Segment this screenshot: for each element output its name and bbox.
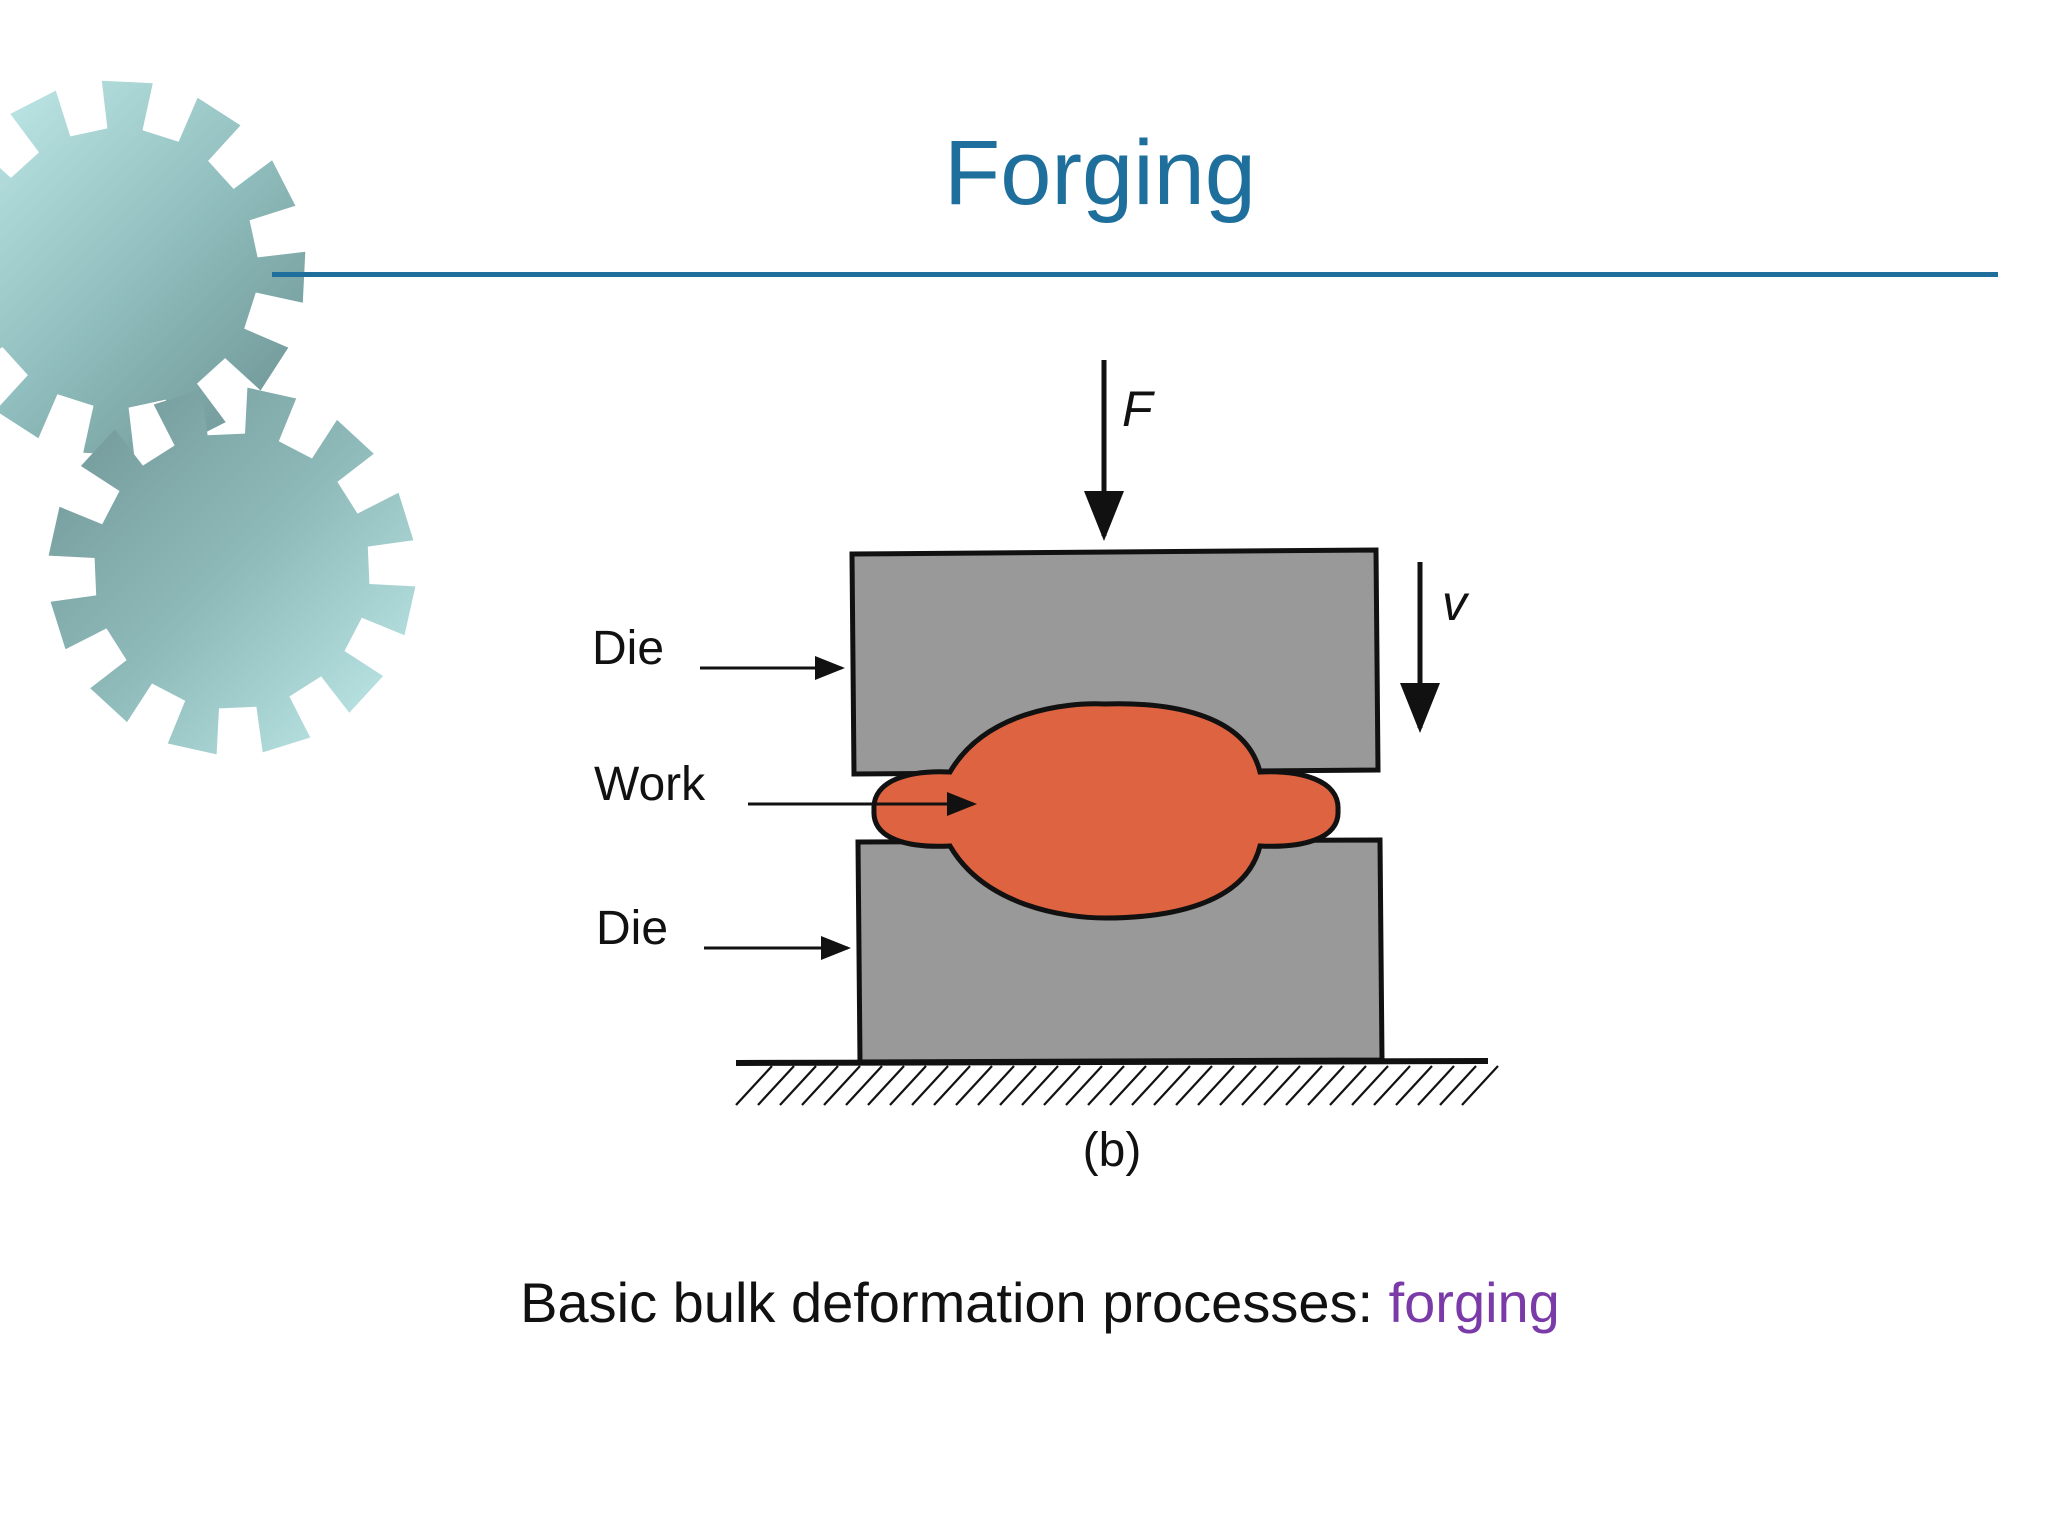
work-label: Work [594, 758, 706, 811]
hatch-line [1131, 1065, 1169, 1106]
hatch-line [889, 1065, 927, 1106]
gear-icon [48, 387, 416, 755]
hatch-line [1307, 1065, 1345, 1106]
hatch-line [1395, 1065, 1433, 1106]
die-top-label: Die [592, 622, 664, 675]
hatch-line [1263, 1065, 1301, 1106]
hatch-line [1351, 1065, 1389, 1106]
hatch-line [1197, 1065, 1235, 1106]
caption-text: Basic bulk deformation processes: [520, 1271, 1389, 1334]
force-label: F [1122, 381, 1155, 437]
hatch-line [1373, 1065, 1411, 1106]
die-bottom-label: Die [596, 902, 668, 955]
hatch-line [1021, 1065, 1059, 1106]
forging-diagram: F v Die Work Die (b) [540, 340, 1520, 1220]
ground-hatching [735, 1065, 1499, 1106]
hatch-line [1219, 1065, 1257, 1106]
slide-title: Forging [944, 122, 1256, 224]
title-divider [272, 272, 1998, 277]
gears-decoration [0, 80, 416, 755]
hatch-line [1109, 1065, 1147, 1106]
hatch-line [1329, 1065, 1367, 1106]
hatch-line [1241, 1065, 1279, 1106]
hatch-line [1439, 1065, 1477, 1106]
hatch-line [1043, 1065, 1081, 1106]
hatch-line [911, 1065, 949, 1106]
ground-line [735, 1058, 1489, 1066]
top-die [849, 547, 1381, 777]
slide-caption: Basic bulk deformation processes: forgin… [200, 1268, 1880, 1338]
hatch-line [1285, 1065, 1323, 1106]
hatch-line [955, 1065, 993, 1106]
hatch-line [1175, 1065, 1213, 1106]
caption-highlight: forging [1388, 1271, 1560, 1334]
panel-label: (b) [1083, 1124, 1142, 1177]
hatch-line [1461, 1065, 1499, 1106]
velocity-label: v [1442, 575, 1470, 631]
hatch-line [1065, 1065, 1103, 1106]
hatch-line [1153, 1065, 1191, 1106]
hatch-line [999, 1065, 1037, 1106]
hatch-line [757, 1065, 795, 1106]
hatch-line [735, 1065, 773, 1106]
hatch-line [867, 1065, 905, 1106]
hatch-line [977, 1065, 1015, 1106]
hatch-line [1087, 1065, 1125, 1106]
hatch-line [845, 1065, 883, 1106]
work-piece [871, 701, 1341, 921]
gear-icon [0, 80, 306, 456]
hatch-line [801, 1065, 839, 1106]
hatch-line [823, 1065, 861, 1106]
hatch-line [779, 1065, 817, 1106]
hatch-line [1417, 1065, 1455, 1106]
hatch-line [933, 1065, 971, 1106]
